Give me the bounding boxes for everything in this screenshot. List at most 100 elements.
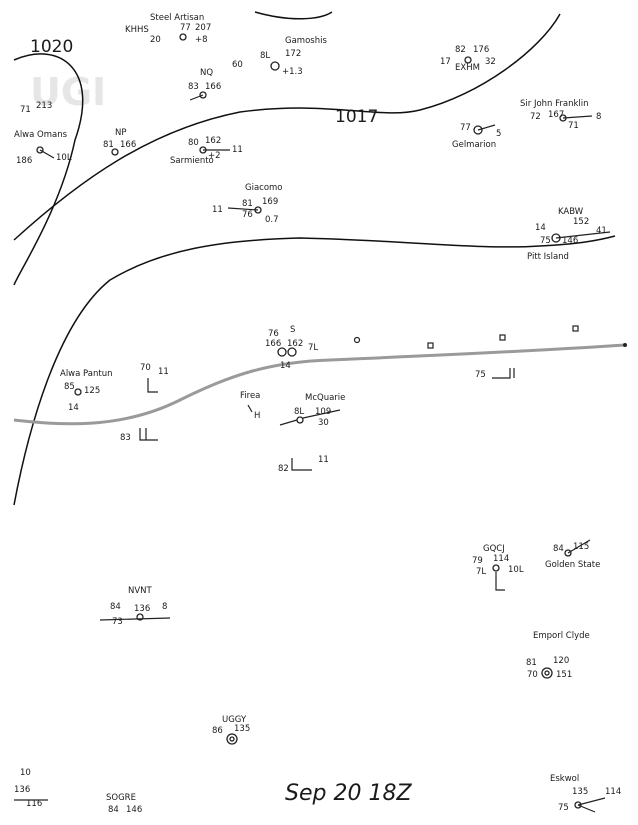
station-value: 11 [212,205,223,215]
station-value: 41 [596,226,607,236]
station-value: 14 [280,361,291,371]
station-uggy[interactable]: UGGY 86 135 [212,715,250,745]
station-np[interactable]: NP 81 166 [103,128,136,156]
isobar-upper-arc [254,11,333,20]
map-date-label: Sep 20 18Z [285,781,412,806]
station-name: Eskwol [550,774,579,784]
station-value: 82 [278,464,289,474]
station-value: 71 [20,105,31,115]
isobar-1020-line [13,53,84,286]
station-value: 7L [476,567,486,577]
station-giacomo[interactable]: Giacomo 81 169 76 11 0.7 [212,183,283,225]
station-name: Giacomo [245,183,283,193]
station-name: UGGY [222,715,247,725]
station-firea[interactable]: Firea H [240,391,260,421]
front-line [13,343,626,426]
station-value: 151 [556,670,572,680]
station-value: 72 [530,112,541,122]
station-value: 11 [318,455,329,465]
station-value: 136 [14,785,30,795]
station-value: 166 [120,140,136,150]
station-value: 85 [64,382,75,392]
station-value: 86 [212,726,223,736]
station-eskwol[interactable]: Eskwol 135 114 75 [550,774,621,813]
station-golden-state[interactable]: Golden State 84 115 [545,539,600,570]
station-sir-john-franklin[interactable]: Sir John Franklin 72 167 71 8 [520,99,601,131]
station-value: 207 [195,23,211,33]
station-value: 5 [496,129,501,139]
station-value: 136 [134,604,150,614]
wind-obs-83[interactable]: 83 [120,428,158,443]
wind-obs-82[interactable]: 82 11 [278,455,329,474]
station-name: NQ [200,68,213,78]
station-value: 125 [84,386,100,396]
station-alwa-pantun[interactable]: Alwa Pantun 85 125 14 [60,369,113,413]
station-value: 79 [472,556,483,566]
station-gamoshis[interactable]: Gamoshis 60 172 8L +1.3 [232,36,327,77]
isobar-1020-label: 1020 [30,37,73,57]
station-central-cluster[interactable]: 76 S 166 162 7L 14 [265,325,318,371]
station-value: 10 [20,768,31,778]
station-value: 14 [535,223,546,233]
station-value: 81 [526,658,537,668]
marker-square [427,342,434,349]
station-name: McQuarie [305,393,345,403]
station-value: 146 [562,236,578,246]
marker-circle [353,336,361,344]
station-sarmiento[interactable]: Sarmiento 80 162 +2 11 [170,136,243,166]
station-name: Gamoshis [285,36,327,46]
station-value: 114 [493,554,509,564]
station-name: Alwa Omans [14,130,68,140]
station-khhs-label: KHHS [125,25,149,35]
station-name: SOGRE [106,793,136,803]
station-sogre[interactable]: SOGRE 84 146 [106,793,142,815]
station-value: 70 [140,363,151,373]
station-value: 76 [268,329,279,339]
station-value: 176 [473,45,489,55]
station-gelmarion[interactable]: Gelmarion 77 5 [452,123,501,150]
station-value: S [290,325,295,335]
station-pitt-island-label: Pitt Island [527,252,569,262]
station-value: 115 [573,542,589,552]
station-kabw[interactable]: KABW 14 75 152 146 41 [535,207,611,246]
station-value: 84 [110,602,121,612]
station-value: 162 [205,136,221,146]
station-value: 11 [158,367,169,377]
station-value: 169 [262,197,278,207]
station-value: 152 [573,217,589,227]
wind-obs-70[interactable]: 70 11 [140,363,169,393]
station-value: 10L [56,153,72,163]
station-value: 162 [287,339,303,349]
station-name: NVNT [128,586,153,596]
station-value: 77 [460,123,471,133]
station-corner-bottom-left[interactable]: 10 136 116 [14,768,48,809]
station-exhm[interactable]: EXHM 82 176 17 32 [440,45,496,73]
station-value: 75 [558,803,569,813]
station-nq[interactable]: NQ 83 166 [188,68,221,101]
station-name: Sir John Franklin [520,99,589,109]
station-name: Alwa Pantun [60,369,113,379]
station-mcquarie[interactable]: McQuarie 109 8L 30 [279,393,345,428]
station-steel-artisan[interactable]: Steel Artisan 77 207 20 +8 [150,13,211,45]
station-value: 70 [527,670,538,680]
station-value: 116 [26,799,42,809]
station-emporl-clyde[interactable]: Emporl Clyde 81 120 70 151 [526,631,590,680]
station-value: 186 [16,156,32,166]
station-alwa-omans[interactable]: Alwa Omans 71 213 186 10L [14,101,72,166]
station-value: H [254,411,260,421]
station-nvnt[interactable]: NVNT 84 136 73 8 [99,586,171,627]
wind-obs-75[interactable]: 75 [475,368,515,380]
station-value: 30 [318,418,329,428]
station-value: 0.7 [265,215,279,225]
station-value: 82 [455,45,466,55]
station-name: GQCJ [483,544,505,554]
station-value: 8L [294,407,304,417]
station-value: 83 [120,433,131,443]
station-value: 120 [553,656,569,666]
isobar-1017-line [13,13,561,241]
station-name: EXHM [455,63,480,73]
station-value: 81 [103,140,114,150]
station-value: 80 [188,138,199,148]
station-gqcj[interactable]: GQCJ 79 114 7L 10L [472,544,524,591]
